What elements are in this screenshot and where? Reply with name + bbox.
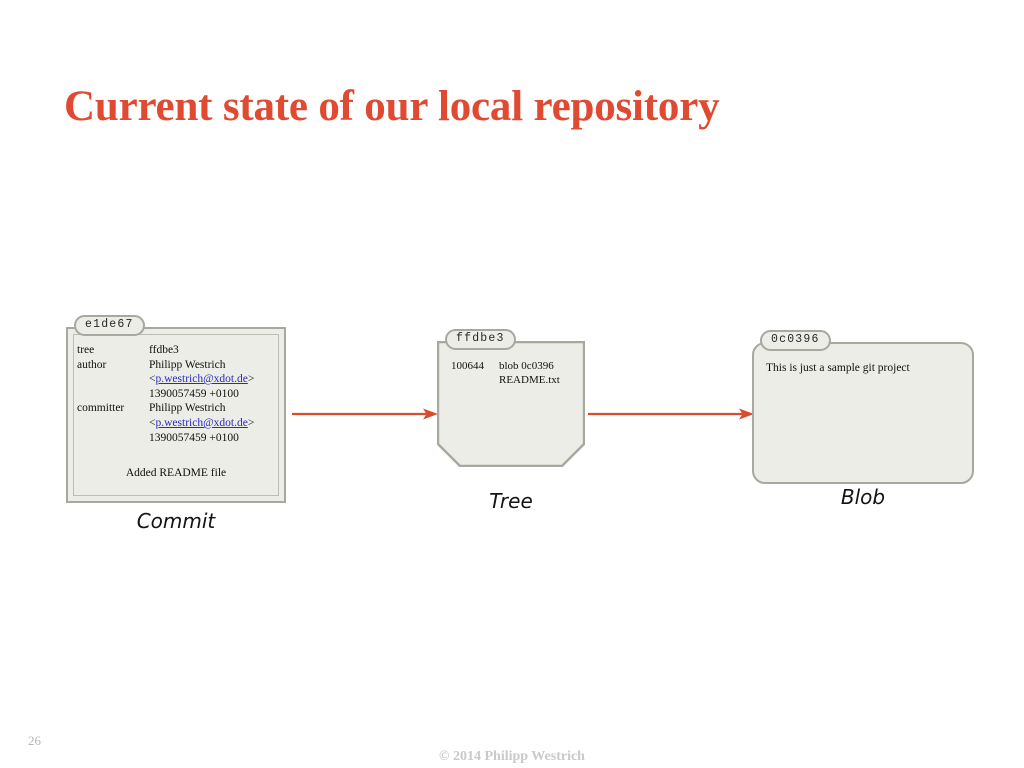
commit-node[interactable]: e1de67 tree ffdbe3 author Philipp Westri… (66, 315, 286, 503)
angle-open: < (149, 416, 156, 429)
tree-row: 100644 blob 0c0396 README.txt (451, 359, 579, 388)
commit-row: author Philipp Westrich (77, 358, 276, 373)
arrow-commit-to-tree (292, 407, 438, 421)
tree-entry-mode: 100644 (451, 360, 484, 372)
commit-committer-email-line: <p.westrich@xdot.de> (149, 416, 276, 431)
blob-node-body (752, 342, 974, 484)
commit-committer-timestamp: 1390057459 +0100 (149, 431, 239, 444)
tree-content: 100644 blob 0c0396 README.txt (451, 359, 579, 388)
tree-entry-type-hash: blob 0c0396 (499, 360, 554, 372)
angle-open: < (149, 373, 156, 386)
blob-caption: Blob (840, 485, 886, 509)
page-title: Current state of our local repository (64, 82, 720, 130)
commit-content: tree ffdbe3 author Philipp Westrich <p.w… (77, 343, 276, 445)
commit-committer-name: Philipp Westrich (149, 402, 226, 415)
tree-node[interactable]: ffdbe3 100644 blob 0c0396 README.txt (436, 329, 586, 468)
commit-author-email-line: <p.westrich@xdot.de> (149, 372, 276, 387)
commit-row: tree ffdbe3 (77, 343, 276, 358)
commit-row: committer Philipp Westrich (77, 401, 276, 416)
blob-content: This is just a sample git project (766, 362, 910, 374)
commit-committer-key: committer (77, 402, 125, 415)
commit-hash-tab: e1de67 (74, 315, 145, 337)
commit-author-name: Philipp Westrich (149, 358, 226, 371)
angle-close: > (247, 416, 255, 429)
blob-hash-tab: 0c0396 (760, 330, 831, 352)
author-email-link[interactable]: p.westrich@xdot.de (155, 373, 248, 386)
tree-entry-details: blob 0c0396 README.txt (499, 359, 579, 388)
committer-email-link[interactable]: p.westrich@xdot.de (155, 416, 248, 429)
blob-node[interactable]: 0c0396 This is just a sample git project (752, 330, 974, 484)
angle-close: > (247, 373, 255, 386)
commit-tree-key: tree (77, 344, 95, 356)
commit-inner-frame (73, 334, 279, 496)
commit-author-timestamp: 1390057459 +0100 (149, 387, 239, 400)
tree-hash-tab: ffdbe3 (445, 329, 516, 351)
tree-entry-filename: README.txt (499, 374, 560, 387)
page-number: 26 (28, 733, 41, 748)
commit-caption: Commit (136, 509, 216, 533)
commit-node-body (66, 327, 286, 503)
tree-node-body (436, 340, 586, 468)
commit-author-key: author (77, 358, 107, 371)
tree-caption: Tree (489, 489, 533, 513)
commit-tree-value: ffdbe3 (149, 344, 179, 356)
copyright-notice: © 2014 Philipp Westrich (439, 749, 585, 764)
commit-message: Added README file (125, 467, 227, 479)
arrow-tree-to-blob (588, 407, 754, 421)
